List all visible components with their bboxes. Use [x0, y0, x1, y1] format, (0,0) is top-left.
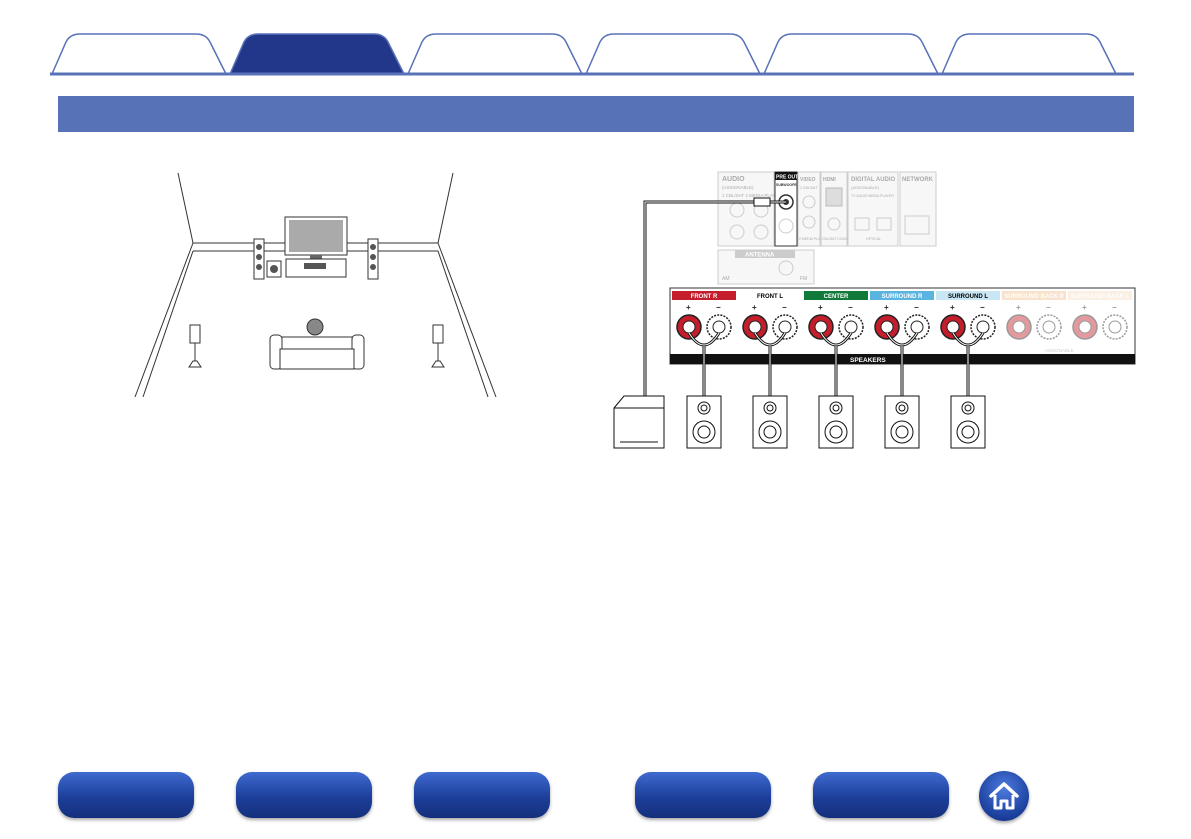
surround-left-speaker-icon: [188, 324, 202, 368]
svg-text:+: +: [950, 303, 955, 312]
svg-text:CENTER: CENTER: [824, 294, 849, 300]
svg-text:TV AUDIO MEDIA PLAYER: TV AUDIO MEDIA PLAYER: [851, 194, 894, 198]
svg-text:SURROUND L: SURROUND L: [948, 294, 988, 300]
svg-text:−: −: [1112, 303, 1117, 312]
speaker-channel-3: CENTER+ −: [804, 291, 868, 340]
speaker-channel-6: SURROUND BACK R + −: [1002, 291, 1066, 340]
svg-text:SUBWOOFER: SUBWOOFER: [776, 183, 800, 187]
svg-text:DIGITAL AUDIO: DIGITAL AUDIO: [851, 177, 896, 183]
speaker-box-icon-1: [686, 395, 722, 449]
svg-text:HDMI: HDMI: [823, 177, 836, 183]
hdmi-block: HDMI CBL/SAT COAXIAL: [820, 171, 852, 247]
svg-text:−: −: [848, 303, 853, 312]
svg-text:(ASSIGNABLE): (ASSIGNABLE): [851, 185, 880, 190]
footer-nav-button-1[interactable]: [58, 772, 194, 818]
rca-plug: [753, 197, 771, 207]
svg-text:−: −: [1046, 303, 1051, 312]
svg-text:FM: FM: [800, 276, 807, 282]
svg-text:FRONT R: FRONT R: [691, 294, 718, 300]
speaker-box-icon-2: [752, 395, 788, 449]
footer-nav-button-4[interactable]: [635, 772, 771, 818]
svg-text:ASSIGNABLE: ASSIGNABLE: [1045, 348, 1074, 353]
svg-text:−: −: [914, 303, 919, 312]
svg-text:FRONT L: FRONT L: [757, 294, 783, 300]
tab-4[interactable]: [585, 33, 761, 75]
section-title-bar: [58, 96, 1134, 132]
tab-3[interactable]: [407, 33, 583, 75]
svg-text:OPTICAL: OPTICAL: [866, 237, 881, 241]
svg-text:+: +: [1082, 303, 1087, 312]
speaker-channel-7: SURROUND BACK L + −: [1068, 291, 1132, 340]
svg-text:SPEAKERS: SPEAKERS: [850, 357, 886, 364]
video-in-block: VIDEO 1 CBL/SAT 2 MEDIA PLAYER: [797, 171, 828, 247]
svg-text:AUDIO: AUDIO: [722, 176, 745, 183]
speaker-box-icon-3: [818, 395, 854, 449]
tab-5[interactable]: [763, 33, 939, 75]
front-left-speaker-icon: [253, 238, 265, 280]
tab-2[interactable]: [229, 33, 405, 75]
svg-text:VIDEO: VIDEO: [800, 177, 816, 183]
svg-text:SURROUND BACK L: SURROUND BACK L: [1071, 294, 1130, 300]
svg-text:SURROUND R: SURROUND R: [882, 294, 923, 300]
floor-right-edge: [437, 242, 497, 398]
svg-text:1 CBL/SAT: 1 CBL/SAT: [800, 186, 818, 190]
listener-sofa-icon: [269, 318, 365, 370]
speaker-wiring-diagram: AUDIO (ASSIGNABLE) 1 CBL/SAT 2 MEDIA PLA…: [613, 171, 1136, 449]
network-block: NETWORK: [899, 171, 937, 247]
audio-in-block: AUDIO (ASSIGNABLE) 1 CBL/SAT 2 MEDIA PLA…: [717, 171, 783, 247]
front-right-speaker-icon: [367, 238, 379, 280]
subwoofer-box-icon: [613, 395, 665, 449]
tab-6[interactable]: [941, 33, 1117, 75]
wall-left-back: [177, 172, 194, 244]
svg-text:ANTENNA: ANTENNA: [745, 253, 775, 259]
svg-text:2 MEDIA PLAYER: 2 MEDIA PLAYER: [799, 237, 828, 241]
tab-1[interactable]: [51, 33, 227, 75]
speaker-channel-2: FRONT L+ −: [737, 290, 803, 340]
speaker-channel-4: SURROUND R + −: [870, 291, 934, 340]
svg-text:+: +: [884, 303, 889, 312]
tv-stand-icon: [285, 258, 347, 278]
wall-right-back: [437, 172, 454, 244]
tv-icon: [284, 216, 348, 259]
home-icon: [989, 782, 1019, 810]
svg-text:AM: AM: [722, 276, 730, 282]
floor-left-edge: [134, 242, 194, 398]
preout-subwoofer-block: PRE OUT SUBWOOFER: [774, 171, 800, 247]
antenna-block: ANTENNA AM FM: [717, 249, 815, 285]
footer-nav-button-2[interactable]: [236, 772, 372, 818]
svg-text:CBL/SAT COAXIAL: CBL/SAT COAXIAL: [822, 237, 852, 241]
tab-bar: [50, 33, 1134, 76]
room-layout-diagram: [134, 172, 497, 398]
subwoofer-icon: [266, 260, 282, 278]
speaker-channel-1: FRONT R+ −: [672, 291, 736, 340]
svg-text:+: +: [686, 303, 691, 312]
svg-text:+: +: [818, 303, 823, 312]
svg-text:−: −: [716, 303, 721, 312]
home-button[interactable]: [979, 771, 1029, 821]
svg-text:+: +: [1016, 303, 1021, 312]
speaker-box-icon-4: [884, 395, 920, 449]
surround-right-speaker-icon: [431, 324, 445, 368]
footer-nav-button-5[interactable]: [813, 772, 949, 818]
svg-text:−: −: [782, 303, 787, 312]
svg-text:1 CBL/SAT 2 MEDIA PLAYER: 1 CBL/SAT 2 MEDIA PLAYER: [722, 193, 783, 198]
svg-text:+: +: [752, 303, 757, 312]
footer-nav-button-3[interactable]: [414, 772, 550, 818]
svg-text:PRE OUT: PRE OUT: [776, 175, 798, 181]
speaker-box-icon-5: [950, 395, 986, 449]
svg-text:(ASSIGNABLE): (ASSIGNABLE): [722, 185, 754, 190]
svg-text:SURROUND BACK R: SURROUND BACK R: [1004, 294, 1064, 300]
digital-audio-block: DIGITAL AUDIO (ASSIGNABLE) TV AUDIO MEDI…: [847, 171, 899, 247]
svg-text:NETWORK: NETWORK: [902, 177, 934, 183]
svg-text:−: −: [980, 303, 985, 312]
